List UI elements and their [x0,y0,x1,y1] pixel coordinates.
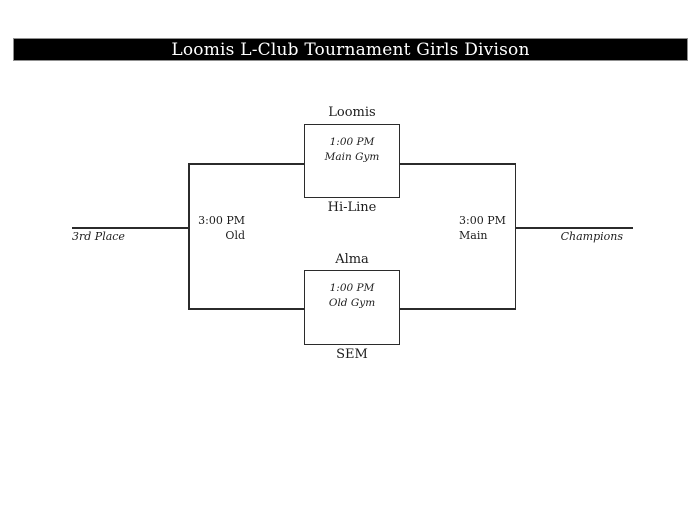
game-time: 3:00 PM [459,214,506,227]
third-place-label: 3rd Place [72,230,125,243]
team-name-alma: Alma [335,252,369,267]
game-time: 3:00 PM [198,214,245,227]
game-time: 1:00 PM [329,136,375,148]
title-bar: Loomis L-Club Tournament Girls Divison [13,38,688,61]
game-venue: Main Gym [324,150,380,163]
third-place-line [72,227,190,229]
game-time: 1:00 PM [329,282,375,294]
page-title: Loomis L-Club Tournament Girls Divison [171,39,530,60]
game-venue: Main [459,229,488,242]
third-place-game-info: 3:00 PM Old [145,213,245,243]
team-name-hi-line: Hi-Line [327,200,377,215]
team-name-sem: SEM [336,347,368,362]
team-name-loomis: Loomis [328,105,376,120]
matchup-box-semifinal-bottom: 1:00 PM Old Gym [304,270,400,345]
matchup-box-semifinal-top: 1:00 PM Main Gym [304,124,400,198]
game-info-semifinal-bottom: 1:00 PM Old Gym [305,271,399,310]
game-venue: Old [225,229,245,242]
champions-label: Champions [560,230,623,243]
connector-bottom-right-line [400,308,516,310]
left-bracket-vertical-line [188,163,190,310]
connector-bottom-left-line [188,308,304,310]
connector-top-left-line [188,163,304,165]
champions-line [514,227,633,229]
game-venue: Old Gym [328,296,376,309]
game-info-semifinal-top: 1:00 PM Main Gym [305,125,399,164]
championship-game-info: 3:00 PM Main [459,213,559,243]
connector-top-right-line [400,163,516,165]
right-bracket-vertical-line [514,163,516,310]
